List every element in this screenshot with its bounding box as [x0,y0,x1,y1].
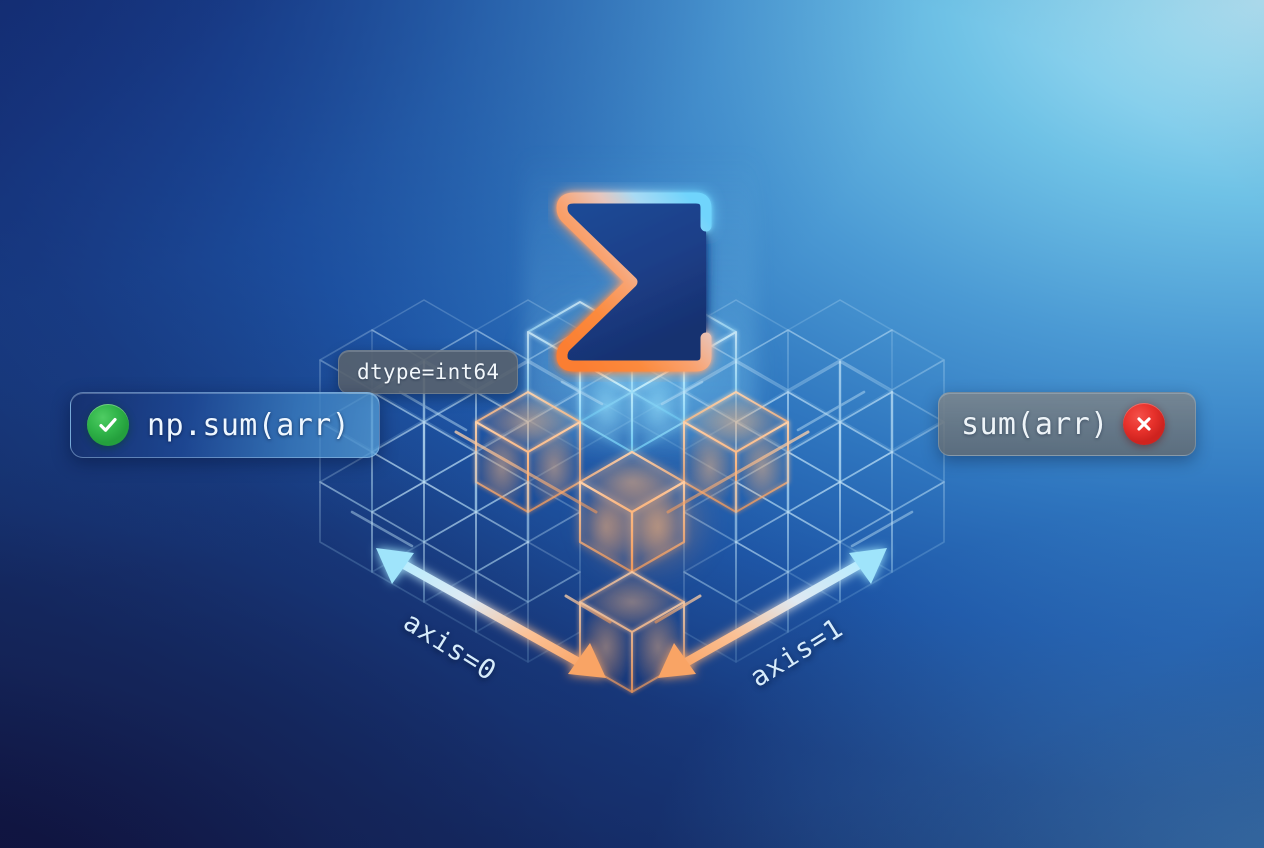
x-circle-icon [1122,403,1165,445]
incorrect-usage-badge[interactable]: sum(arr) [938,392,1196,456]
dtype-tooltip-label: dtype=int64 [357,360,499,384]
incorrect-usage-label: sum(arr) [961,407,1109,442]
dtype-tooltip: dtype=int64 [338,350,519,394]
correct-usage-label: np.sum(arr) [147,408,350,443]
check-circle-icon [87,404,129,446]
correct-usage-badge[interactable]: np.sum(arr) [70,392,380,458]
